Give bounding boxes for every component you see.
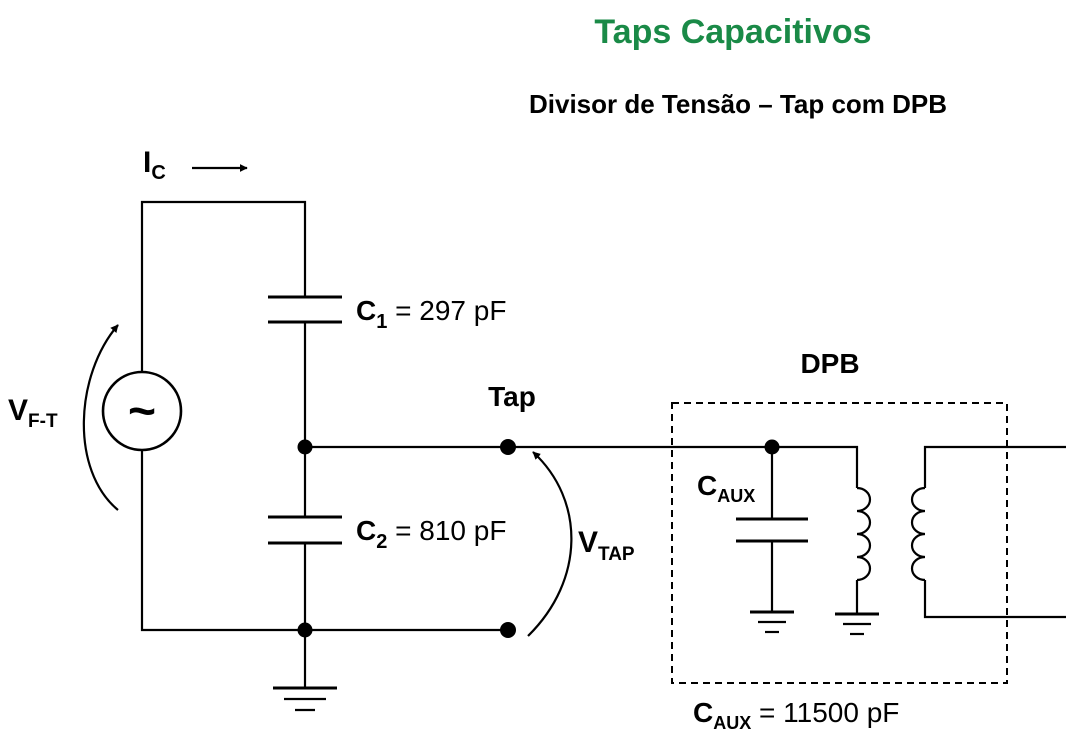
tap-label: Tap xyxy=(488,381,536,412)
source-voltage-sub: F-T xyxy=(28,411,58,432)
caux-value-label: CAUX = 11500 pF xyxy=(693,697,899,733)
node-c1-c2 xyxy=(297,439,313,455)
ground-terminal xyxy=(500,622,516,638)
c2-label: C2 = 810 pF xyxy=(356,515,506,553)
caux-value-main: C xyxy=(693,697,713,728)
source-voltage-label: VF-T xyxy=(8,394,58,432)
vtap-label: VTAP xyxy=(578,526,635,565)
c1-label: C1 = 297 pF xyxy=(356,295,506,333)
page-subtitle: Divisor de Tensão – Tap com DPB xyxy=(529,89,947,119)
source-voltage-main: V xyxy=(8,394,28,427)
current-label: IC xyxy=(143,146,166,184)
wire-secondary-bottom xyxy=(923,580,1066,619)
caux-value-sub: AUX xyxy=(713,713,751,733)
vtap-label-sub: TAP xyxy=(598,544,635,565)
vtap-arrow xyxy=(527,451,573,637)
c2-label-sub: 2 xyxy=(376,531,387,553)
main-ground-icon xyxy=(273,686,337,712)
dpb-box xyxy=(671,402,1008,684)
wire-primary-top xyxy=(772,445,859,488)
page-title: Taps Capacitivos xyxy=(594,13,871,51)
caux-label-sub: AUX xyxy=(717,486,755,506)
c1-label-main: C xyxy=(356,295,376,326)
secondary-coil-icon xyxy=(910,486,926,582)
wire-source-top xyxy=(140,200,307,372)
c2-label-value: = 810 pF xyxy=(387,515,506,546)
primary-coil-icon xyxy=(856,486,872,582)
tap-terminal xyxy=(500,439,516,455)
c1-label-value: = 297 pF xyxy=(387,295,506,326)
wire-secondary-top xyxy=(923,445,1066,488)
ac-source-symbol: ~ xyxy=(128,385,156,438)
vtap-label-main: V xyxy=(578,526,598,559)
current-label-sub: C xyxy=(151,162,165,184)
ground-node xyxy=(297,622,313,638)
ac-source-icon: ~ xyxy=(101,370,183,452)
caux-value-number: = 11500 pF xyxy=(751,697,899,728)
caux-label: CAUX xyxy=(697,470,755,506)
dpb-label: DPB xyxy=(800,348,859,379)
source-voltage-arrow xyxy=(82,324,119,511)
capacitor-c2-icon xyxy=(268,515,342,545)
c2-label-main: C xyxy=(356,515,376,546)
wire-source-bottom xyxy=(140,450,305,632)
capacitor-c1-icon xyxy=(268,295,342,324)
capacitor-caux-icon xyxy=(736,517,808,543)
caux-ground-icon xyxy=(750,610,794,634)
current-label-main: I xyxy=(143,146,151,179)
c1-label-sub: 1 xyxy=(376,311,387,333)
coil-ground-icon xyxy=(835,612,879,636)
caux-label-main: C xyxy=(697,470,717,501)
